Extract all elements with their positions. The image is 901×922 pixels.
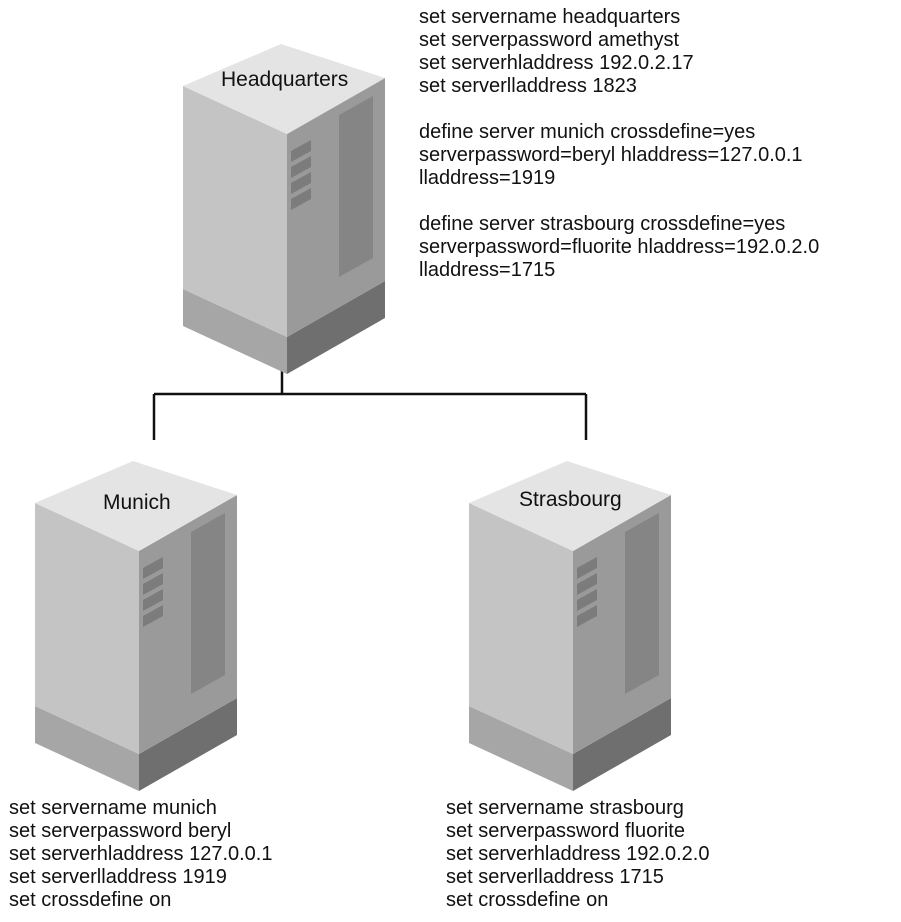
drive-bay-2	[577, 573, 597, 595]
server-icon	[35, 461, 237, 791]
command-line: define server munich crossdefine=yes	[419, 121, 756, 143]
connector-lines	[152, 335, 588, 440]
drive-bay-1	[143, 557, 163, 579]
command-line: set serverlladdress 1715	[446, 866, 664, 888]
server-base-side	[573, 698, 671, 791]
server-front-face	[35, 503, 139, 754]
drive-bay-2	[143, 573, 163, 595]
headquarters-commands: set servername headquarters set serverpa…	[419, 6, 819, 282]
server-front-face	[183, 86, 287, 337]
drive-bay-4	[577, 605, 597, 627]
server-base-side	[139, 698, 237, 791]
command-line: set crossdefine on	[446, 889, 609, 911]
server-label-munich: Munich	[103, 491, 171, 514]
drive-bay-4	[291, 188, 311, 210]
server-label-headquarters: Headquarters	[221, 68, 348, 91]
server-top-face	[183, 44, 385, 134]
server-top-face	[35, 461, 237, 551]
command-line: lladdress=1715	[419, 259, 556, 281]
server-door-panel	[191, 513, 225, 694]
strasbourg-commands: set servername strasbourg set serverpass…	[446, 797, 710, 912]
spacer	[419, 190, 819, 213]
command-line: set serverpassword fluorite	[446, 820, 685, 842]
server-door-panel	[339, 96, 373, 277]
command-line: lladdress=1919	[419, 167, 556, 189]
drive-bay-3	[143, 589, 163, 611]
server-icon	[469, 461, 671, 791]
spacer	[419, 98, 819, 121]
command-line: set serverlladdress 1823	[419, 75, 637, 97]
server-door-panel	[625, 513, 659, 694]
server-front-face	[469, 503, 573, 754]
drive-bay-2	[291, 156, 311, 178]
command-line: set serverlladdress 1919	[9, 866, 227, 888]
server-base-front	[35, 706, 139, 791]
command-line: serverpassword=beryl hladdress=127.0.0.1	[419, 144, 803, 166]
server-base-side	[287, 281, 385, 374]
command-line: set servername munich	[9, 797, 217, 819]
command-line: serverpassword=fluorite hladdress=192.0.…	[419, 236, 820, 258]
server-base-front	[183, 289, 287, 374]
drive-bay-4	[143, 605, 163, 627]
command-line: set serverpassword amethyst	[419, 29, 680, 51]
server-label-strasbourg: Strasbourg	[519, 488, 622, 511]
server-icon	[183, 44, 385, 374]
server-strasbourg: Strasbourg	[469, 461, 671, 791]
server-top-face	[469, 461, 671, 551]
command-line: set serverhladdress 192.0.2.17	[419, 52, 694, 74]
command-line: define server strasbourg crossdefine=yes	[419, 213, 786, 235]
command-line: set servername strasbourg	[446, 797, 684, 819]
munich-commands: set servername munich set serverpassword…	[9, 797, 273, 912]
drive-bay-3	[291, 172, 311, 194]
server-munich: Munich	[35, 461, 237, 791]
drive-bay-1	[577, 557, 597, 579]
server-base-front	[469, 706, 573, 791]
server-headquarters: Headquarters	[183, 44, 385, 374]
drive-bay-3	[577, 589, 597, 611]
command-line: set serverpassword beryl	[9, 820, 232, 842]
command-line: set crossdefine on	[9, 889, 172, 911]
drive-bay-1	[291, 140, 311, 162]
command-line: set serverhladdress 127.0.0.1	[9, 843, 273, 865]
command-line: set servername headquarters	[419, 6, 681, 28]
command-line: set serverhladdress 192.0.2.0	[446, 843, 710, 865]
